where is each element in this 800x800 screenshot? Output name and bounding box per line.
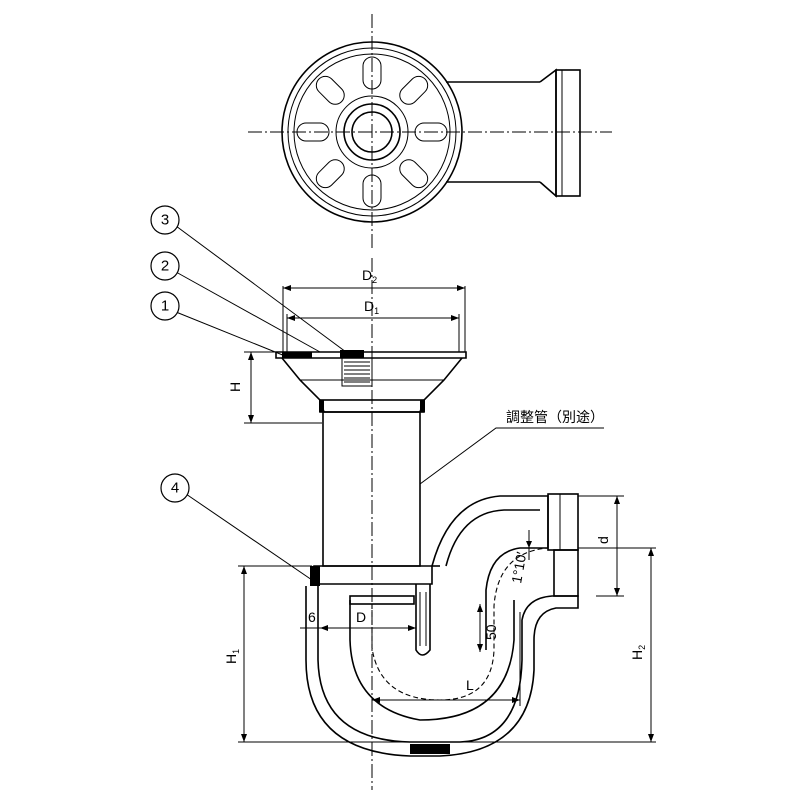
trap-cap-section bbox=[340, 350, 364, 358]
d2-label: D2 bbox=[362, 267, 377, 285]
center-hole bbox=[351, 111, 393, 153]
outer-flange-circle bbox=[281, 41, 463, 223]
center-ring-outer bbox=[335, 95, 409, 169]
trap-socket bbox=[313, 565, 433, 585]
fifty-label: 50 bbox=[483, 624, 499, 640]
flange-inner-circle bbox=[287, 47, 457, 217]
callout-4-label: 4 bbox=[171, 480, 179, 497]
d1-label: D1 bbox=[364, 298, 379, 316]
outlet-socket bbox=[547, 493, 579, 551]
callout-1-leader bbox=[175, 311, 291, 359]
h-label: H bbox=[227, 382, 243, 392]
slope-label: 1°10′ bbox=[508, 550, 529, 584]
top-outlet-pipe bbox=[446, 81, 540, 183]
grating-section bbox=[282, 352, 312, 358]
top-flange bbox=[275, 351, 467, 359]
trap-outer-wall bbox=[305, 586, 579, 757]
return-bend bbox=[431, 495, 549, 650]
callouts: 3 2 1 4 bbox=[150, 205, 604, 581]
h2-label: H2 bbox=[629, 645, 647, 660]
callout-3-label: 3 bbox=[161, 212, 169, 229]
top-view bbox=[248, 14, 612, 250]
callout-2-leader bbox=[175, 271, 321, 353]
note-leader bbox=[419, 427, 604, 485]
strainer-outer-circle bbox=[293, 53, 451, 211]
outlet-collar bbox=[553, 549, 579, 597]
six-label: 6 bbox=[308, 609, 316, 625]
callout-1-label: 1 bbox=[161, 298, 169, 315]
dimension-lines bbox=[238, 285, 656, 743]
center-ring bbox=[343, 103, 401, 161]
adjustment-pipe-note: 調整管（別途） bbox=[506, 409, 604, 425]
seal-pipe bbox=[415, 584, 431, 656]
callout-1 bbox=[150, 291, 180, 321]
side-view bbox=[275, 258, 579, 790]
callout-4-leader bbox=[185, 493, 313, 581]
top-outlet-socket-taper bbox=[539, 68, 557, 198]
callout-3 bbox=[150, 205, 180, 235]
top-outlet-socket bbox=[555, 69, 581, 197]
l-label: L bbox=[466, 677, 474, 693]
inner-ring bbox=[349, 595, 415, 605]
callout-2 bbox=[150, 251, 180, 281]
h1-label: H1 bbox=[223, 649, 241, 664]
callout-2-label: 2 bbox=[161, 258, 169, 275]
d-label: d bbox=[595, 536, 611, 544]
trap-inner-wall bbox=[349, 600, 515, 721]
callout-4 bbox=[160, 473, 190, 503]
water-seal-line bbox=[371, 547, 549, 701]
d-inner-label: D bbox=[356, 609, 366, 625]
strainer-coil bbox=[341, 357, 373, 387]
strainer-slots bbox=[296, 56, 448, 208]
dimension-labels: D2 D1 H D 6 H1 H2 d L 50 1°10′ 調整管（別途） bbox=[223, 267, 647, 693]
callout-3-leader bbox=[175, 225, 347, 353]
